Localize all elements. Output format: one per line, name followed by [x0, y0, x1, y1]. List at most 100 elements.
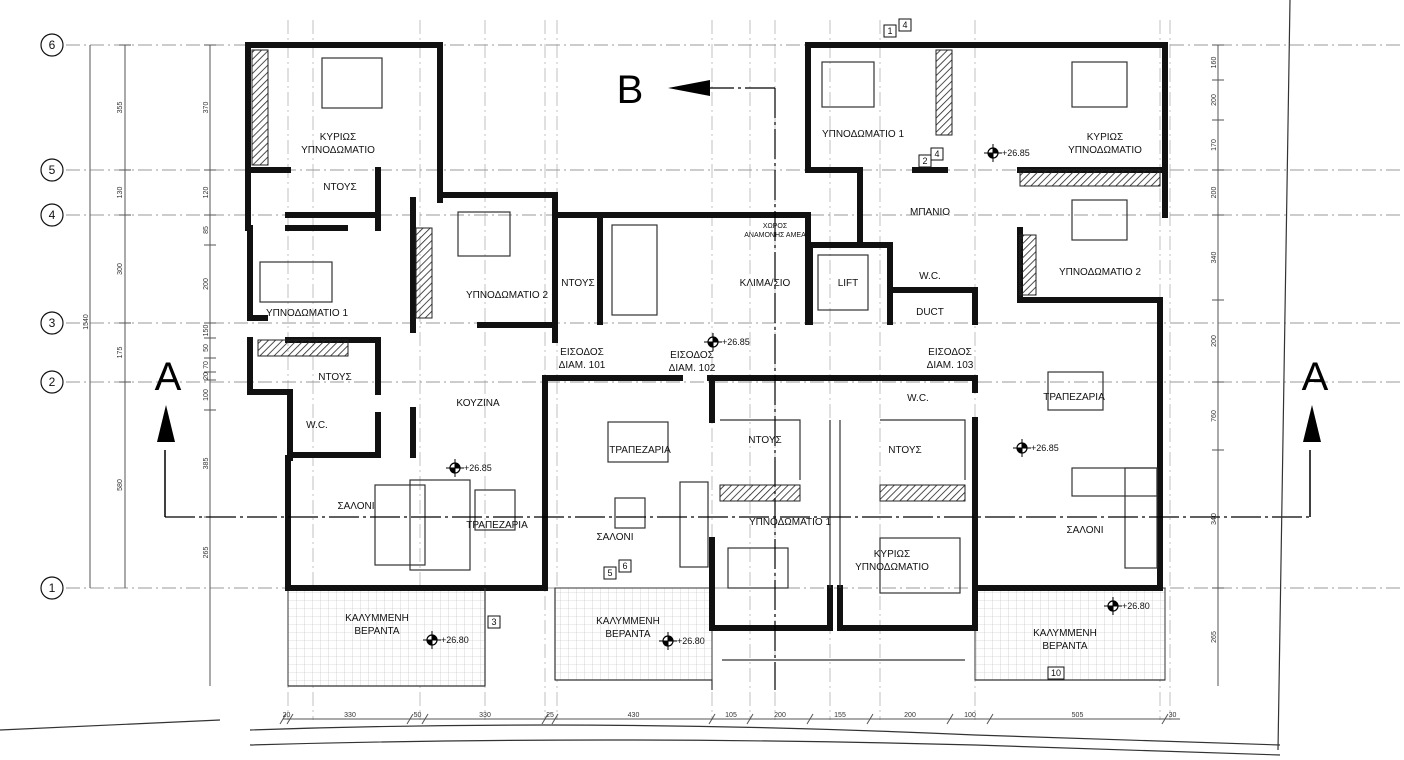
room-label: ΣΑΛΟΝΙ — [337, 501, 374, 512]
dimension-label: 100 — [203, 389, 210, 401]
section-a-left-label: A — [155, 355, 182, 399]
room-label: ΥΠΝΟΔΩΜΑΤΙΟ — [301, 145, 375, 156]
room-label: W.C. — [306, 420, 328, 431]
room-label: ΔΙΑΜ. 101 — [559, 360, 606, 371]
site-boundary — [0, 0, 1291, 756]
dimension-label: 370 — [203, 102, 210, 114]
dimension-label: 105 — [725, 712, 737, 719]
room-label: ΒΕΡΑΝΤΑ — [1042, 641, 1088, 652]
room-label: ΣΑΛΟΝΙ — [1066, 525, 1103, 536]
section-b-label: B — [617, 68, 644, 112]
dimension-label: 20 — [203, 372, 210, 380]
tag-label: 4 — [934, 149, 939, 159]
dimension-lines: 1540355130300175580370120852001505070201… — [83, 44, 1224, 725]
dimension-label: 25 — [546, 712, 554, 719]
dimension-label: 200 — [904, 712, 916, 719]
dimension-label: 385 — [203, 458, 210, 470]
dimension-tick — [708, 713, 716, 725]
level-crosshair — [1013, 439, 1031, 457]
dimension-label: 340 — [1211, 252, 1218, 264]
room-label: ΣΑΛΟΝΙ — [596, 532, 633, 543]
grid-axis-bubble — [40, 311, 64, 335]
furniture — [259, 57, 1158, 594]
level-label: +26.85 — [1031, 443, 1059, 453]
room-label: ΚΛΙΜΑ/ΣΙΟ — [740, 278, 791, 289]
dimension-tick — [541, 713, 549, 725]
dimension-label: 200 — [1211, 187, 1218, 199]
level-marker: +26.80 — [1104, 597, 1150, 615]
tag-label: 10 — [1051, 668, 1061, 678]
dimension-label: 760 — [1211, 410, 1218, 422]
room-label: ΥΠΝΟΔΩΜΑΤΙΟ 1 — [749, 517, 832, 528]
room-label: ΝΤΟΥΣ — [318, 372, 351, 383]
dimension-label: 120 — [203, 187, 210, 199]
level-label: +26.85 — [1002, 148, 1030, 158]
tag-box — [918, 154, 932, 168]
level-marker: +26.85 — [984, 144, 1030, 162]
tag-label: 3 — [491, 617, 496, 627]
room-label: ΕΙΣΟΔΟΣ — [560, 347, 604, 358]
section-a-right-label: A — [1302, 355, 1329, 399]
section-lines — [157, 80, 1321, 690]
walls — [245, 42, 1168, 690]
dimension-tick — [986, 713, 994, 725]
dimension-label: 580 — [117, 479, 124, 491]
room-label: DUCT — [916, 307, 944, 318]
tag-label: 4 — [902, 20, 907, 30]
room-label: ΧΩΡΟΣ — [763, 223, 788, 230]
dimension-label: 330 — [344, 712, 356, 719]
tag-label: 5 — [607, 568, 612, 578]
dimension-label: 100 — [964, 712, 976, 719]
room-label: W.C. — [919, 271, 941, 282]
level-label: +26.80 — [677, 636, 705, 646]
level-markers: +26.85+26.85+26.85+26.85+26.80+26.80+26.… — [423, 144, 1150, 650]
dimension-label: 200 — [1211, 335, 1218, 347]
dimension-tick — [551, 713, 559, 725]
dimension-label: 265 — [1211, 631, 1218, 643]
dimension-label: 70 — [203, 361, 210, 369]
room-label: LIFT — [838, 278, 859, 289]
room-label: W.C. — [907, 393, 929, 404]
grid-axis-label: 6 — [49, 38, 56, 52]
dimension-tick — [746, 713, 754, 725]
room-label: ΥΠΝΟΔΩΜΑΤΙΟ — [1068, 145, 1142, 156]
dimension-label: 200 — [203, 278, 210, 290]
room-label: ΤΡΑΠΕΖΑΡΙΑ — [1043, 392, 1105, 403]
level-marker: +26.85 — [1013, 439, 1059, 457]
room-label: ΤΡΑΠΕΖΑΡΙΑ — [466, 520, 528, 531]
room-label: ΒΕΡΑΝΤΑ — [605, 629, 651, 640]
room-label: ΔΙΑΜ. 103 — [927, 360, 974, 371]
dimension-label: 170 — [1211, 139, 1218, 151]
level-marker: +26.85 — [704, 333, 750, 351]
dimension-label: 265 — [203, 547, 210, 559]
room-label: ΚΑΛΥΜΜΕΝΗ — [596, 616, 660, 627]
level-crosshair — [446, 459, 464, 477]
room-label: ΚΥΡΙΩΣ — [1087, 132, 1123, 143]
dimension-label: 430 — [628, 712, 640, 719]
room-label: ΚΑΛΥΜΜΕΝΗ — [1033, 628, 1097, 639]
room-label: ΚΥΡΙΩΣ — [874, 549, 910, 560]
level-label: +26.80 — [1122, 601, 1150, 611]
level-crosshair — [423, 631, 441, 649]
dimension-tick — [946, 713, 954, 725]
tag-box — [618, 559, 632, 573]
section-a-right-arrow-icon — [1303, 405, 1321, 442]
room-label: ΔΙΑΜ. 102 — [669, 363, 716, 374]
dimension-label: 340 — [1211, 513, 1218, 525]
room-label: ΤΡΑΠΕΖΑΡΙΑ — [609, 445, 671, 456]
dimension-label: 330 — [479, 712, 491, 719]
section-b-arrow-icon — [668, 80, 710, 96]
dimension-label: 150 — [203, 325, 210, 337]
room-label: ΕΙΣΟΔΟΣ — [928, 347, 972, 358]
grid-axis-bubble — [40, 33, 64, 57]
dimension-label: 50 — [414, 712, 422, 719]
tag-box — [1047, 666, 1065, 680]
level-crosshair — [659, 632, 677, 650]
room-label: ΥΠΝΟΔΩΜΑΤΙΟ 2 — [1059, 267, 1142, 278]
dimension-tick — [279, 713, 287, 725]
level-label: +26.80 — [441, 635, 469, 645]
dimension-label: 130 — [117, 187, 124, 199]
dimension-label: 200 — [774, 712, 786, 719]
